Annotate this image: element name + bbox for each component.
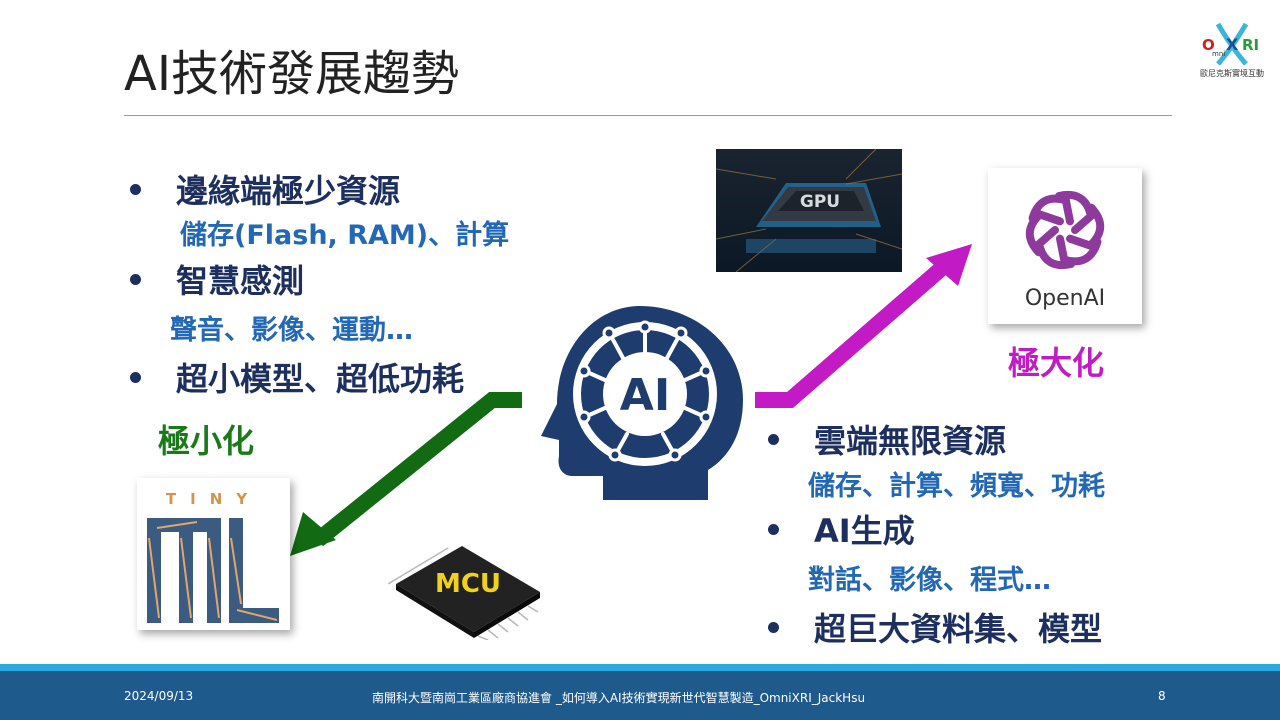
right-item-2-sub: 對話、影像、程式… — [808, 565, 1051, 596]
maximize-arrow-head-icon — [926, 244, 972, 286]
right-item-1-sub: 儲存、計算、頻寬、功耗 — [808, 471, 1105, 502]
footer-accent-bar — [0, 664, 1280, 671]
minimize-arrow-shaft — [312, 392, 522, 547]
bullet-dot-icon — [130, 371, 141, 383]
tinyml-logo-card: TINY — [137, 478, 290, 630]
right-item-1-text: 雲端無限資源 — [814, 422, 1007, 460]
bullet-dot-icon — [768, 433, 779, 445]
bullet-dot-icon — [768, 621, 779, 633]
omnixri-logo: O mni X RI — [1196, 18, 1268, 82]
logo-subtitle: 歐尼克斯實境互動 — [1200, 69, 1264, 78]
left-bullet-3: 超小模型、超低功耗 — [130, 354, 464, 400]
tinyml-ml-glyph-icon — [147, 518, 279, 623]
mcu-chip-image: MCU — [387, 540, 548, 641]
maximize-arrow-shaft — [755, 261, 948, 408]
bullet-dot-icon — [130, 183, 141, 195]
page-number: 8 — [1158, 689, 1166, 703]
gpu-chip-image: GPU — [715, 148, 903, 273]
tiny-label: TINY — [165, 490, 262, 508]
footer-date: 2024/09/13 — [124, 689, 194, 703]
bullet-dot-icon — [768, 523, 779, 535]
logo-letter-o: O — [1202, 36, 1215, 54]
gpu-label: GPU — [800, 192, 840, 212]
slide-footer: 2024/09/13 南開科大暨南崗工業區廠商協進會 _如何導入AI技術實現新世… — [0, 671, 1280, 720]
logo-letter-x: X — [1226, 35, 1239, 54]
left-item-2-text: 智慧感測 — [176, 262, 305, 300]
slide-title: AI技術發展趨勢 — [124, 46, 459, 102]
left-item-2-sub: 聲音、影像、運動… — [170, 315, 413, 346]
openai-label: OpenAI — [1024, 286, 1106, 311]
left-bullet-2: 智慧感測 — [130, 256, 304, 302]
title-divider — [124, 115, 1172, 116]
footer-caption: 南開科大暨南崗工業區廠商協進會 _如何導入AI技術實現新世代智慧製造_OmniX… — [372, 691, 866, 705]
right-item-2-text: AI生成 — [814, 512, 915, 550]
logo-letters-ri: RI — [1242, 36, 1259, 54]
openai-knot-icon — [1025, 191, 1105, 269]
ai-head-icon: AI — [533, 300, 748, 505]
right-bullet-1: 雲端無限資源 — [768, 416, 1006, 462]
left-bullet-1: 邊緣端極少資源 — [130, 166, 400, 212]
left-item-1-text: 邊緣端極少資源 — [176, 172, 401, 210]
maximize-label: 極大化 — [1008, 344, 1105, 382]
mcu-label: MCU — [435, 569, 501, 599]
right-bullet-3: 超巨大資料集、模型 — [768, 604, 1102, 650]
openai-logo-card: OpenAI — [988, 168, 1142, 324]
left-item-1-sub: 儲存(Flash, RAM)、計算 — [180, 220, 510, 251]
right-bullet-2: AI生成 — [768, 506, 915, 552]
minimize-arrow-head-icon — [290, 512, 336, 556]
minimize-label: 極小化 — [158, 422, 255, 460]
right-item-3-text: 超巨大資料集、模型 — [814, 610, 1103, 648]
ai-label: AI — [620, 370, 670, 421]
logo-letters-mni: mni — [1212, 50, 1225, 58]
left-item-3-text: 超小模型、超低功耗 — [176, 360, 465, 398]
bullet-dot-icon — [130, 273, 141, 285]
